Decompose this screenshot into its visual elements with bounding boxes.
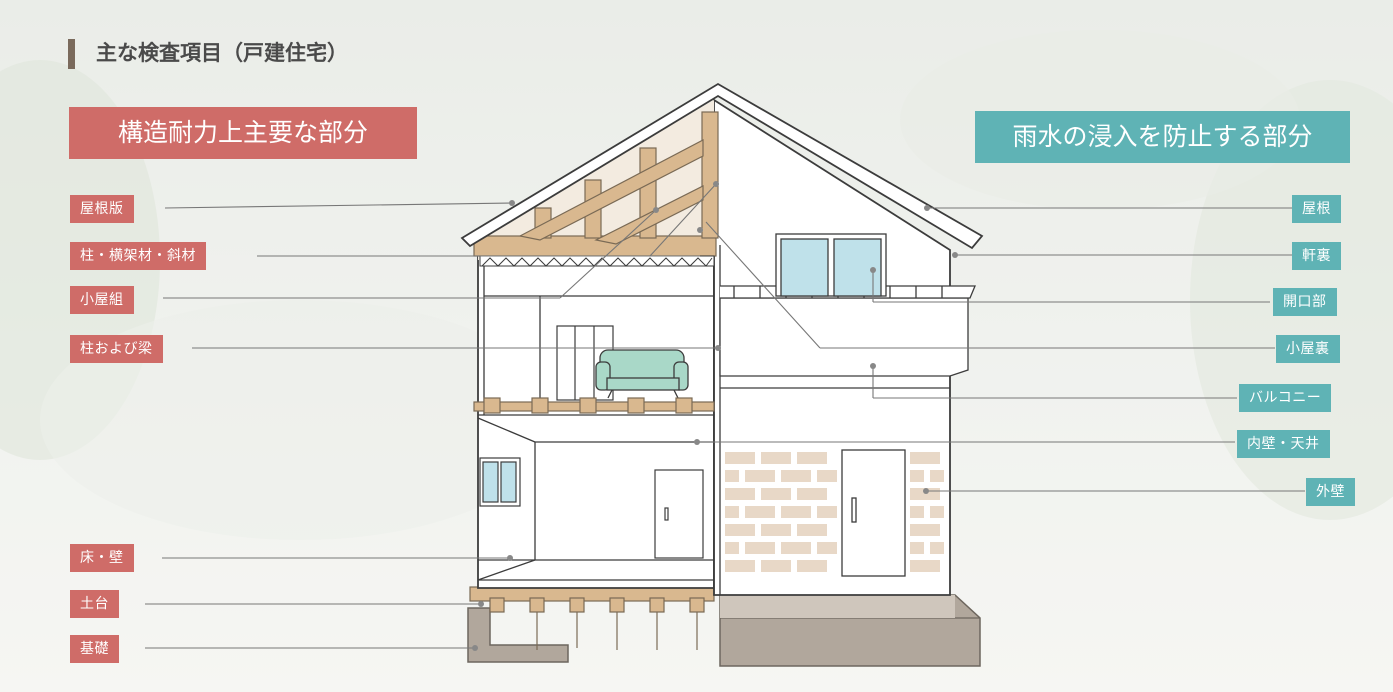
label-roof-slab: 屋根版 <box>70 195 134 223</box>
label-eaves-soffit: 軒裏 <box>1292 242 1341 270</box>
upper-windows <box>775 233 887 297</box>
waterproof-heading: 雨水の浸入を防止する部分 <box>975 111 1350 163</box>
floor-joists <box>469 586 715 650</box>
sofa <box>595 349 689 399</box>
page-title: 主な検査項目（戸建住宅） <box>68 36 348 70</box>
roof <box>460 82 984 250</box>
brick-wall <box>725 452 944 572</box>
ceiling-joists <box>479 255 715 267</box>
label-columns-and-beams: 柱および梁 <box>70 335 163 363</box>
label-foundation: 基礎 <box>70 635 119 663</box>
label-exterior-wall: 外壁 <box>1306 478 1355 506</box>
label-sill: 土台 <box>70 590 119 618</box>
front-door <box>841 449 906 577</box>
leader-dots <box>472 181 958 651</box>
label-floor-wall: 床・壁 <box>70 544 134 572</box>
foundation-right <box>719 594 981 667</box>
structural-heading: 構造耐力上主要な部分 <box>69 107 417 159</box>
leader-lines <box>145 183 1305 649</box>
interior-door <box>654 469 704 559</box>
roof-trusses <box>473 100 719 260</box>
balcony <box>719 285 976 389</box>
label-roof: 屋根 <box>1292 195 1341 223</box>
left-window <box>479 457 521 507</box>
foundation-left <box>467 607 569 663</box>
label-columns-beams-braces: 柱・横架材・斜材 <box>70 242 206 270</box>
label-roof-framing: 小屋組 <box>70 286 134 314</box>
label-interior-wall-ceiling: 内壁・天井 <box>1237 430 1330 458</box>
label-openings: 開口部 <box>1273 288 1337 316</box>
label-attic: 小屋裏 <box>1276 335 1340 363</box>
label-balcony: バルコニー <box>1239 384 1332 412</box>
floor-beam-2f <box>473 397 715 414</box>
